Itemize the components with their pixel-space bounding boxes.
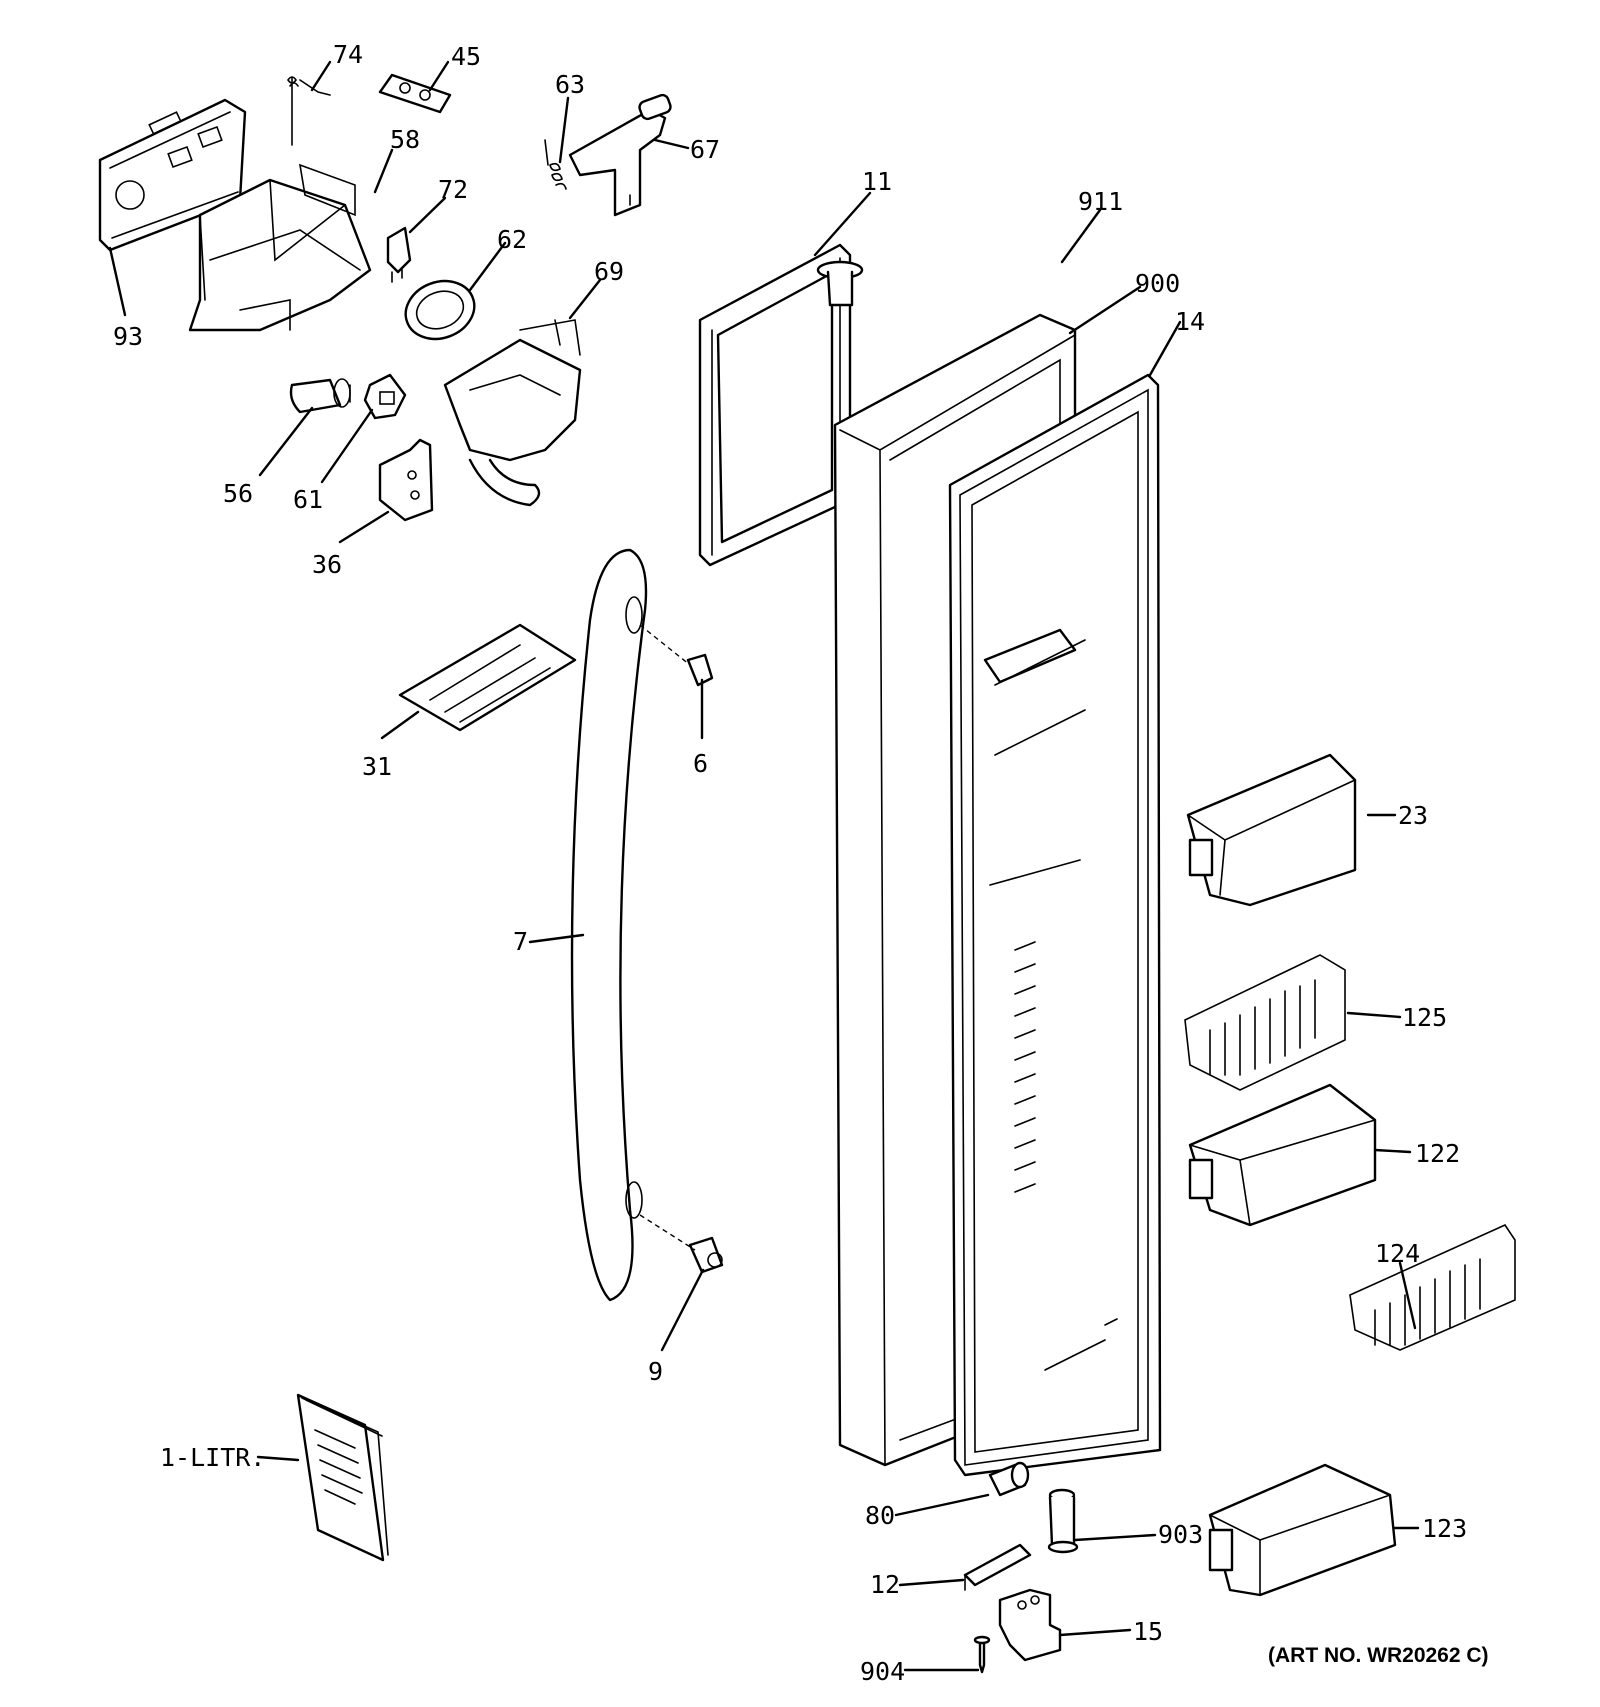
part-74-spring (287, 76, 331, 146)
callout-9: 9 (648, 1357, 663, 1386)
part-67-actuator (568, 93, 672, 217)
callout-61: 61 (293, 485, 323, 514)
leader-lines (108, 60, 1420, 1672)
callout-56: 56 (223, 479, 253, 508)
part-80-bushing (988, 1461, 1030, 1497)
callout-69: 69 (594, 257, 624, 286)
part-1-litr-manual (296, 1393, 389, 1562)
callout-72: 72 (438, 175, 468, 204)
part-903-hinge-pin (1047, 1488, 1079, 1554)
part-93-control-panel (98, 98, 247, 252)
callout-labels: 74 45 63 67 58 72 62 69 93 56 61 36 11 9… (113, 40, 1489, 1686)
callout-23: 23 (1398, 801, 1428, 830)
callout-904: 904 (860, 1657, 905, 1686)
callout-15: 15 (1133, 1617, 1163, 1646)
part-122-door-bin (1188, 1083, 1377, 1227)
callout-31: 31 (362, 752, 392, 781)
callout-14: 14 (1175, 307, 1205, 336)
part-23-door-bin (1186, 753, 1357, 907)
part-45-bracket (378, 73, 452, 114)
part-61-coupler (363, 373, 407, 420)
part-9-screw (639, 1214, 724, 1274)
callout-900: 900 (1135, 269, 1180, 298)
part-62-ring (404, 279, 476, 341)
callout-63: 63 (555, 70, 585, 99)
part-7-handle (570, 548, 648, 1302)
part-15-bottom-hinge (998, 1588, 1062, 1662)
callout-93: 93 (113, 322, 143, 351)
callout-62: 62 (497, 225, 527, 254)
part-14-gasket (948, 373, 1162, 1477)
part-56-auger-end (289, 378, 351, 414)
callout-74: 74 (333, 40, 363, 69)
part-63-spring (544, 139, 567, 190)
callout-122: 122 (1415, 1139, 1460, 1168)
part-58-dispenser-housing (188, 163, 372, 332)
part-125-wire-basket (1184, 954, 1346, 1091)
callout-45: 45 (451, 42, 481, 71)
callout-1-litr: 1-LITR. (160, 1443, 265, 1472)
part-12-plate (963, 1543, 1032, 1591)
callout-123: 123 (1422, 1514, 1467, 1543)
callout-125: 125 (1402, 1003, 1447, 1032)
part-36-bracket (378, 438, 434, 522)
callout-124: 124 (1375, 1239, 1420, 1268)
part-72-switch (386, 226, 412, 283)
callout-911: 911 (1078, 187, 1123, 216)
part-911-cap (816, 260, 864, 307)
part-124-wire-basket (1349, 1223, 1516, 1351)
callout-7: 7 (513, 927, 528, 956)
callout-36: 36 (312, 550, 342, 579)
callout-11: 11 (862, 167, 892, 196)
part-69-ice-chute (443, 319, 582, 507)
callout-67: 67 (690, 135, 720, 164)
callout-903: 903 (1158, 1520, 1203, 1549)
callout-58: 58 (390, 125, 420, 154)
callout-80: 80 (865, 1501, 895, 1530)
callout-6: 6 (693, 749, 708, 778)
part-11-frame (698, 243, 852, 567)
part-6-screw (639, 624, 714, 687)
art-number: (ART NO. WR20262 C) (1268, 1644, 1489, 1667)
callout-12: 12 (870, 1570, 900, 1599)
part-904-screw (973, 1635, 991, 1674)
part-31-drip-tray (398, 623, 577, 732)
part-123-door-bin (1208, 1463, 1397, 1597)
